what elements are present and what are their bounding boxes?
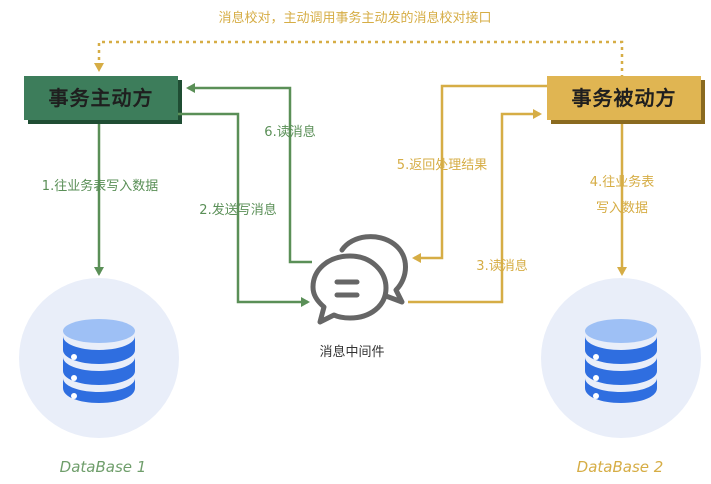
passive-party-box: 事务被动方 (547, 76, 705, 124)
passive-party-label: 事务被动方 (572, 86, 677, 110)
middleware-label: 消息中间件 (319, 344, 384, 360)
arrow-middleware-to-active (186, 83, 312, 264)
database-1-label: DataBase 1 (60, 458, 147, 476)
arrow-middleware-to-passive (408, 109, 542, 304)
step-4-label-line1: 4.往业务表 (590, 174, 654, 190)
step-5-label: 5.返回处理结果 (397, 158, 487, 173)
top-note: 消息校对，主动调用事务主动发的消息校对接口 (218, 10, 491, 26)
step-1-label: 1.往业务表写入数据 (42, 178, 158, 194)
arrow-send-to-middleware (178, 112, 310, 307)
database-2-label: DataBase 2 (577, 458, 664, 476)
database-2 (541, 278, 701, 438)
active-party-box: 事务主动方 (24, 76, 182, 124)
arrow-passive-to-middleware (412, 84, 547, 263)
database-1-icon (63, 319, 135, 403)
step-4-label-line2: 写入数据 (596, 201, 648, 216)
active-party-label: 事务主动方 (49, 86, 154, 110)
verify-dotted-line (94, 40, 624, 78)
database-2-icon (585, 319, 657, 403)
database-1 (19, 278, 179, 438)
chat-icon (310, 234, 408, 325)
step-6-label: 6.读消息 (264, 124, 315, 140)
step-3-label: 3.读消息 (476, 258, 527, 274)
step-2-label: 2.发送写消息 (199, 202, 276, 218)
